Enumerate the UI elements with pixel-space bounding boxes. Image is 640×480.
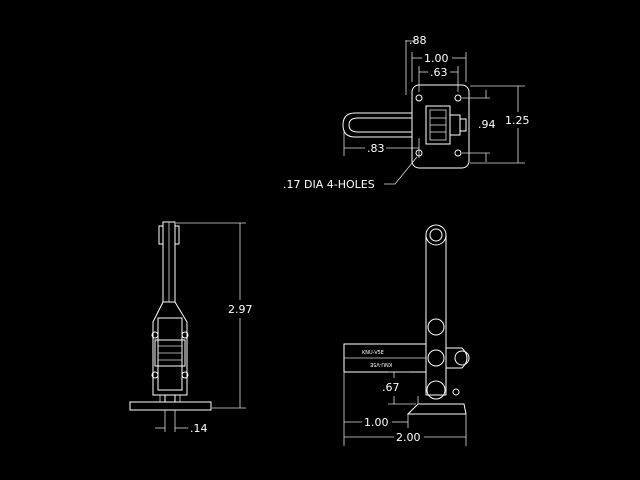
- top-base-plate: [411, 84, 470, 169]
- dim-067: .67: [382, 381, 400, 394]
- dim-200: 2.00: [396, 431, 421, 444]
- dim-100-top: 1.00: [424, 52, 449, 65]
- dim-125: 1.25: [505, 114, 530, 127]
- handle-label-2: KNU-V5E: [370, 361, 392, 367]
- side-base: [129, 401, 212, 411]
- dim-014: .14: [190, 422, 208, 435]
- dim-083: .83: [367, 142, 385, 155]
- handle-label-1: KNU-V5E: [362, 350, 384, 356]
- front-base: [406, 403, 467, 415]
- top-handle: [342, 112, 412, 138]
- side-view: 2.97 .14: [129, 221, 253, 435]
- mount-hole-br: [454, 149, 462, 157]
- mount-hole-tl: [415, 94, 423, 102]
- mount-hole-tr: [454, 94, 462, 102]
- front-arm: [425, 235, 447, 396]
- dim-088: .88: [409, 34, 427, 47]
- dim-297: 2.97: [228, 303, 253, 316]
- dim-100-front: 1.00: [364, 416, 389, 429]
- dim-094: .94: [478, 118, 496, 131]
- arm-top-hole: [425, 224, 447, 246]
- dim-063: .63: [430, 66, 448, 79]
- holes-note: .17 DIA 4-HOLES: [283, 178, 375, 191]
- top-view: .88 1.00 .63 .94 1.25 .83 .17 DIA 4-HOLE…: [283, 34, 530, 191]
- front-view: KNU-V5E KNU-V5E .67 1.00 2.00: [343, 224, 470, 446]
